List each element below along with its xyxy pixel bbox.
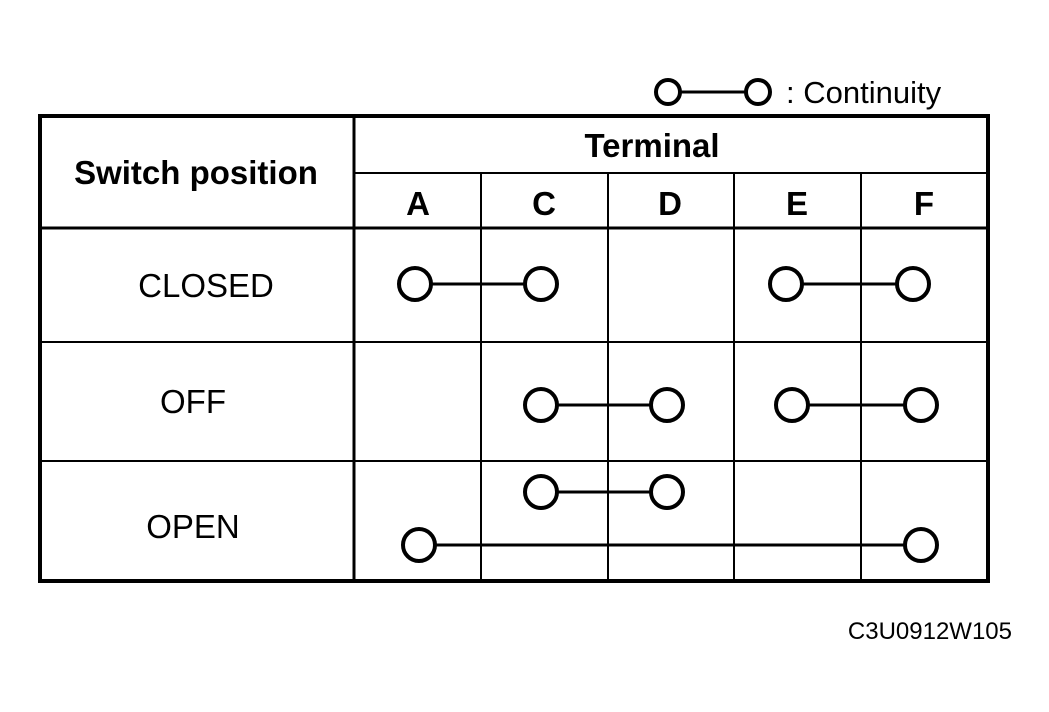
row-open-c-d-node-c xyxy=(523,474,559,510)
terminal-label-d: D xyxy=(658,185,682,222)
position-label-open: OPEN xyxy=(146,508,240,545)
row-open-a-f-node-a xyxy=(401,527,437,563)
continuity-connections xyxy=(397,266,939,563)
row-off-e-f-node-f xyxy=(903,387,939,423)
position-label-closed: CLOSED xyxy=(138,267,274,304)
continuity-legend: : Continuity xyxy=(654,75,942,110)
legend-node-right xyxy=(744,78,772,106)
terminal-header: Terminal xyxy=(584,127,719,164)
row-open-c-d-node-d xyxy=(649,474,685,510)
row-closed-e-f-node-f xyxy=(895,266,931,302)
row-closed-e-f-node-e xyxy=(768,266,804,302)
row-off-c-d-node-d xyxy=(649,387,685,423)
switch-position-header: Switch position xyxy=(74,154,318,191)
row-open-a-f-node-f xyxy=(903,527,939,563)
legend-node-left xyxy=(654,78,682,106)
legend-label: : Continuity xyxy=(786,75,942,110)
table-border xyxy=(38,114,990,583)
terminal-label-f: F xyxy=(914,185,934,222)
terminal-label-e: E xyxy=(786,185,808,222)
figure-code: C3U0912W105 xyxy=(848,618,1012,645)
row-off-e-f-node-e xyxy=(774,387,810,423)
row-closed-a-c-node-a xyxy=(397,266,433,302)
table-grid xyxy=(38,114,990,583)
terminal-label-a: A xyxy=(406,185,430,222)
row-off-c-d-node-c xyxy=(523,387,559,423)
terminal-label-c: C xyxy=(532,185,556,222)
position-label-off: OFF xyxy=(160,383,226,420)
row-closed-a-c-node-c xyxy=(523,266,559,302)
